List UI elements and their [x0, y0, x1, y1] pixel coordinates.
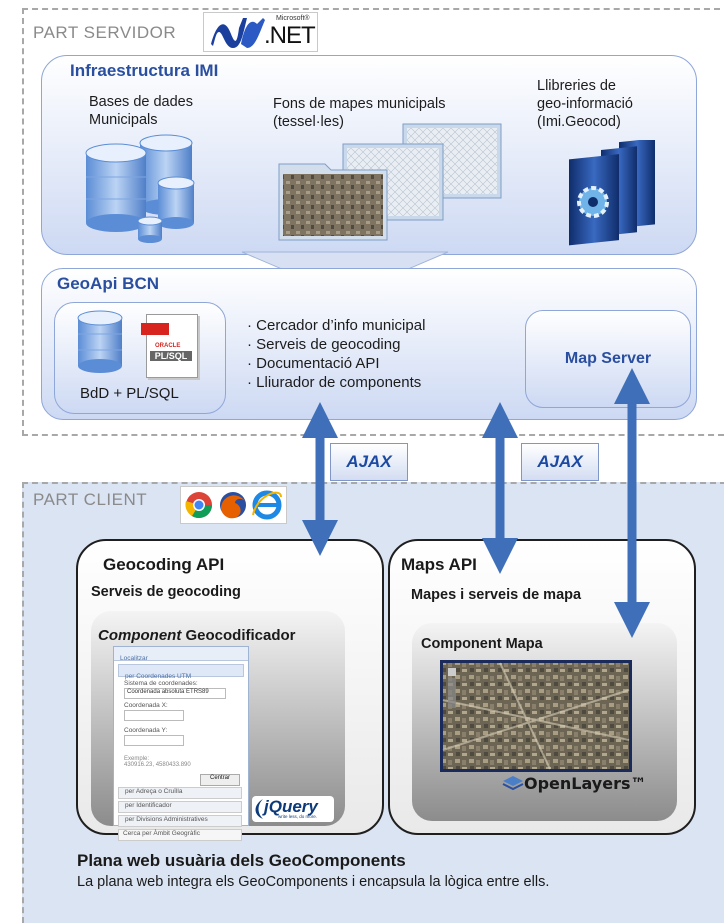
browser-icons	[185, 490, 282, 520]
ajax-badge-left: AJAX	[330, 443, 408, 481]
infra-db-label: Bases de dades Municipals	[89, 94, 193, 128]
ajax-label: AJAX	[537, 452, 583, 471]
jquery-logo: jQuery write less, do more.	[252, 796, 334, 822]
dotnet-small-text: Microsoft®	[276, 15, 310, 22]
server-section-bottom-edge	[22, 434, 724, 436]
form-row-option[interactable]: per Adreça o Cruïlla	[118, 787, 242, 799]
client-label: PART CLIENT	[33, 490, 148, 509]
jquery-sub: write less, do more.	[278, 814, 318, 819]
infra-title: Infraestructura IMI	[70, 61, 219, 80]
zoom-control[interactable]	[448, 668, 456, 708]
geocoder-component-title: Component Geocodificador	[98, 627, 296, 644]
map-view[interactable]	[440, 660, 632, 772]
system-label: Sistema de coordenades:	[124, 680, 198, 687]
form-header-label: Localitzar	[120, 655, 148, 662]
server-label: PART SERVIDOR	[33, 23, 177, 42]
geoapi-title: GeoApi BCN	[57, 274, 159, 293]
bdd-label: BdD + PL/SQL	[80, 385, 179, 402]
map-tiles-icon	[278, 123, 502, 241]
centrar-button[interactable]: Centrar	[200, 774, 240, 786]
service-item: · Serveis de geocoding	[247, 336, 401, 353]
geocoder-form: Localitzar per Coordenades UTM Sistema d…	[113, 646, 249, 841]
system-select-value: Coordenada absoluta ETRS89	[127, 689, 209, 695]
form-header[interactable]: Localitzar	[114, 647, 248, 662]
service-item: · Cercador d’info municipal	[247, 317, 426, 334]
geoapi-services-list: · Cercador d’info municipal · Serveis de…	[247, 316, 425, 392]
openlayers-text: OpenLayers™	[524, 773, 647, 793]
maps-api-subtitle: Mapes i serveis de mapa	[411, 587, 582, 603]
geocoding-api-title: Geocoding API	[103, 555, 225, 574]
library-books-icon	[569, 140, 655, 246]
component-italic-word: Component	[98, 627, 182, 644]
maps-api-title: Maps API	[401, 555, 477, 574]
x-input[interactable]	[124, 710, 184, 721]
x-label: Coordenada X:	[124, 702, 168, 709]
jquery-swoosh-icon	[255, 799, 263, 819]
openlayers-icon	[502, 776, 524, 791]
utm-tab-label: per Coordenades UTM	[125, 673, 192, 680]
component-name: Geocodificador	[185, 627, 296, 644]
map-server-label: Map Server	[564, 350, 652, 367]
infra-maps-label: Fons de mapes municipals (tessel·les)	[273, 96, 446, 130]
plsql-file-icon: ORACLE PL/SQL	[141, 314, 198, 378]
geocoding-api-subtitle: Serveis de geocoding	[91, 584, 241, 600]
browser-logos	[180, 486, 287, 524]
bdd-database-icon	[77, 310, 123, 373]
ie-icon	[252, 490, 282, 520]
dotnet-logo: Microsoft® .NET	[203, 12, 318, 52]
ajax-label: AJAX	[346, 452, 392, 471]
y-input[interactable]	[124, 735, 184, 746]
utm-tab[interactable]: per Coordenades UTM	[118, 664, 244, 680]
dotnet-wave-icon	[211, 18, 265, 48]
plsql-small-text: ORACLE	[155, 343, 181, 349]
firefox-icon	[220, 492, 246, 519]
form-row-option[interactable]: per Identificador	[118, 801, 242, 813]
ajax-badge-right: AJAX	[521, 443, 599, 481]
database-icon	[85, 134, 195, 243]
form-row-option[interactable]: Cerca per Àmbit Geogràfic	[118, 829, 242, 841]
example-text: Exemple: 430916.23, 4580433.890	[124, 756, 191, 768]
map-component-title: Component Mapa	[421, 636, 543, 652]
service-item: · Lliurador de components	[247, 374, 422, 391]
system-select[interactable]: Coordenada absoluta ETRS89	[124, 688, 226, 699]
centrar-button-label: Centrar	[209, 775, 230, 781]
form-row-option[interactable]: per Divisions Administratives	[118, 815, 242, 827]
plsql-icon-text: PL/SQL	[150, 351, 192, 361]
dotnet-big-text: .NET	[264, 22, 316, 49]
service-item: · Documentació API	[247, 355, 380, 372]
jquery-text: jQuery	[264, 797, 318, 816]
web-page-desc: La plana web integra els GeoComponents i…	[77, 874, 550, 890]
server-section	[22, 8, 720, 436]
chrome-icon	[185, 492, 213, 519]
infra-libs-label: Llibreries de geo-informació (Imi.Geocod…	[537, 78, 633, 130]
y-label: Coordenada Y:	[124, 727, 168, 734]
map-server-box: Map Server	[525, 310, 691, 408]
openlayers-logo: OpenLayers™	[502, 772, 647, 794]
web-page-title: Plana web usuària dels GeoComponents	[77, 851, 406, 870]
